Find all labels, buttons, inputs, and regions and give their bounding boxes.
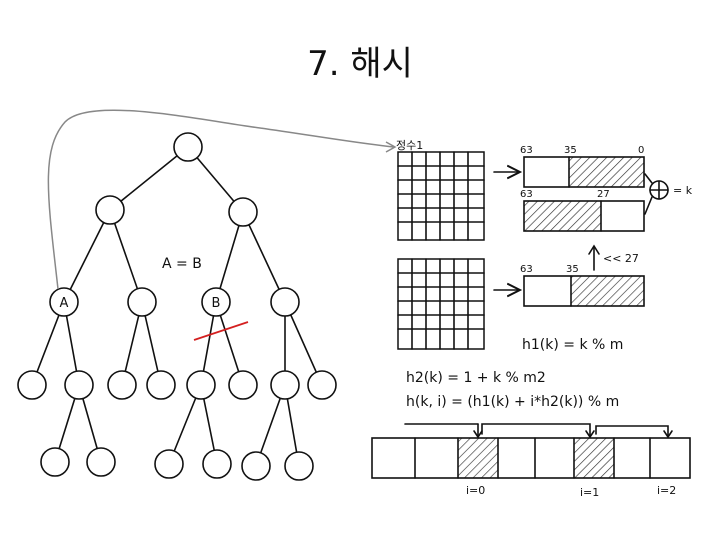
grid-upper [397, 151, 485, 241]
probe-slot-0 [458, 438, 498, 478]
bits-box-shifted: 63 27 [520, 189, 645, 232]
tree-node [228, 197, 258, 227]
node-b-label: B [212, 296, 221, 311]
shift-label: << 27 [603, 252, 639, 265]
grid-label: 정수1 [396, 139, 423, 152]
bits-top-mid: 35 [564, 145, 577, 156]
tree-node [270, 287, 300, 317]
tree-node [64, 370, 94, 400]
tree-node [186, 370, 216, 400]
tree-node [146, 370, 176, 400]
formula-h: h(k, i) = (h1(k) + i*h2(k)) % m [406, 394, 619, 410]
tree-node [307, 370, 337, 400]
cut-mark [193, 321, 249, 341]
bits-shifted-mid: 27 [597, 189, 610, 200]
xor-symbol [644, 173, 669, 215]
tree-node-b [201, 287, 231, 317]
probe-label-i2: i=2 [657, 484, 676, 497]
shift-arrowhead [588, 244, 600, 255]
probe-label-i1: i=1 [580, 486, 599, 499]
tree-node-root [173, 132, 203, 162]
probe-arrows [404, 423, 673, 439]
tree-node [86, 447, 116, 477]
bits-box-lower: 63 35 [520, 264, 645, 307]
page-title: 7. 해시 [307, 44, 413, 84]
bits-lower-left: 63 [520, 264, 533, 275]
node-a-label: A [60, 296, 69, 311]
xor-result-label: = k [673, 184, 693, 197]
tree-node [154, 449, 184, 479]
formula-h2: h2(k) = 1 + k % m2 [406, 370, 546, 386]
grid-lower [397, 258, 485, 350]
tree-node [270, 370, 300, 400]
tree-node [107, 370, 137, 400]
bits-top-left: 63 [520, 145, 533, 156]
hash-table [371, 437, 691, 479]
probe-label-i0: i=0 [466, 484, 485, 497]
tree-node [228, 370, 258, 400]
formula-h1: h1(k) = k % m [522, 337, 623, 353]
bits-box-top: 63 35 0 [520, 145, 645, 188]
arc-arrowhead [385, 141, 397, 153]
tree-node [202, 449, 232, 479]
bits-top-right: 0 [638, 145, 644, 156]
bits-shifted-left: 63 [520, 189, 533, 200]
bits-lower-mid: 35 [566, 264, 579, 275]
mapping-arc [47, 109, 395, 290]
probe-slot-1 [574, 438, 614, 478]
tree-node [40, 447, 70, 477]
binary-tree: A B A = B [17, 109, 397, 481]
equation-label: A = B [162, 256, 202, 272]
tree-node [95, 195, 125, 225]
tree-node [241, 451, 271, 481]
tree-node-a [49, 287, 79, 317]
tree-node [17, 370, 47, 400]
tree-node [127, 287, 157, 317]
tree-node [284, 451, 314, 481]
